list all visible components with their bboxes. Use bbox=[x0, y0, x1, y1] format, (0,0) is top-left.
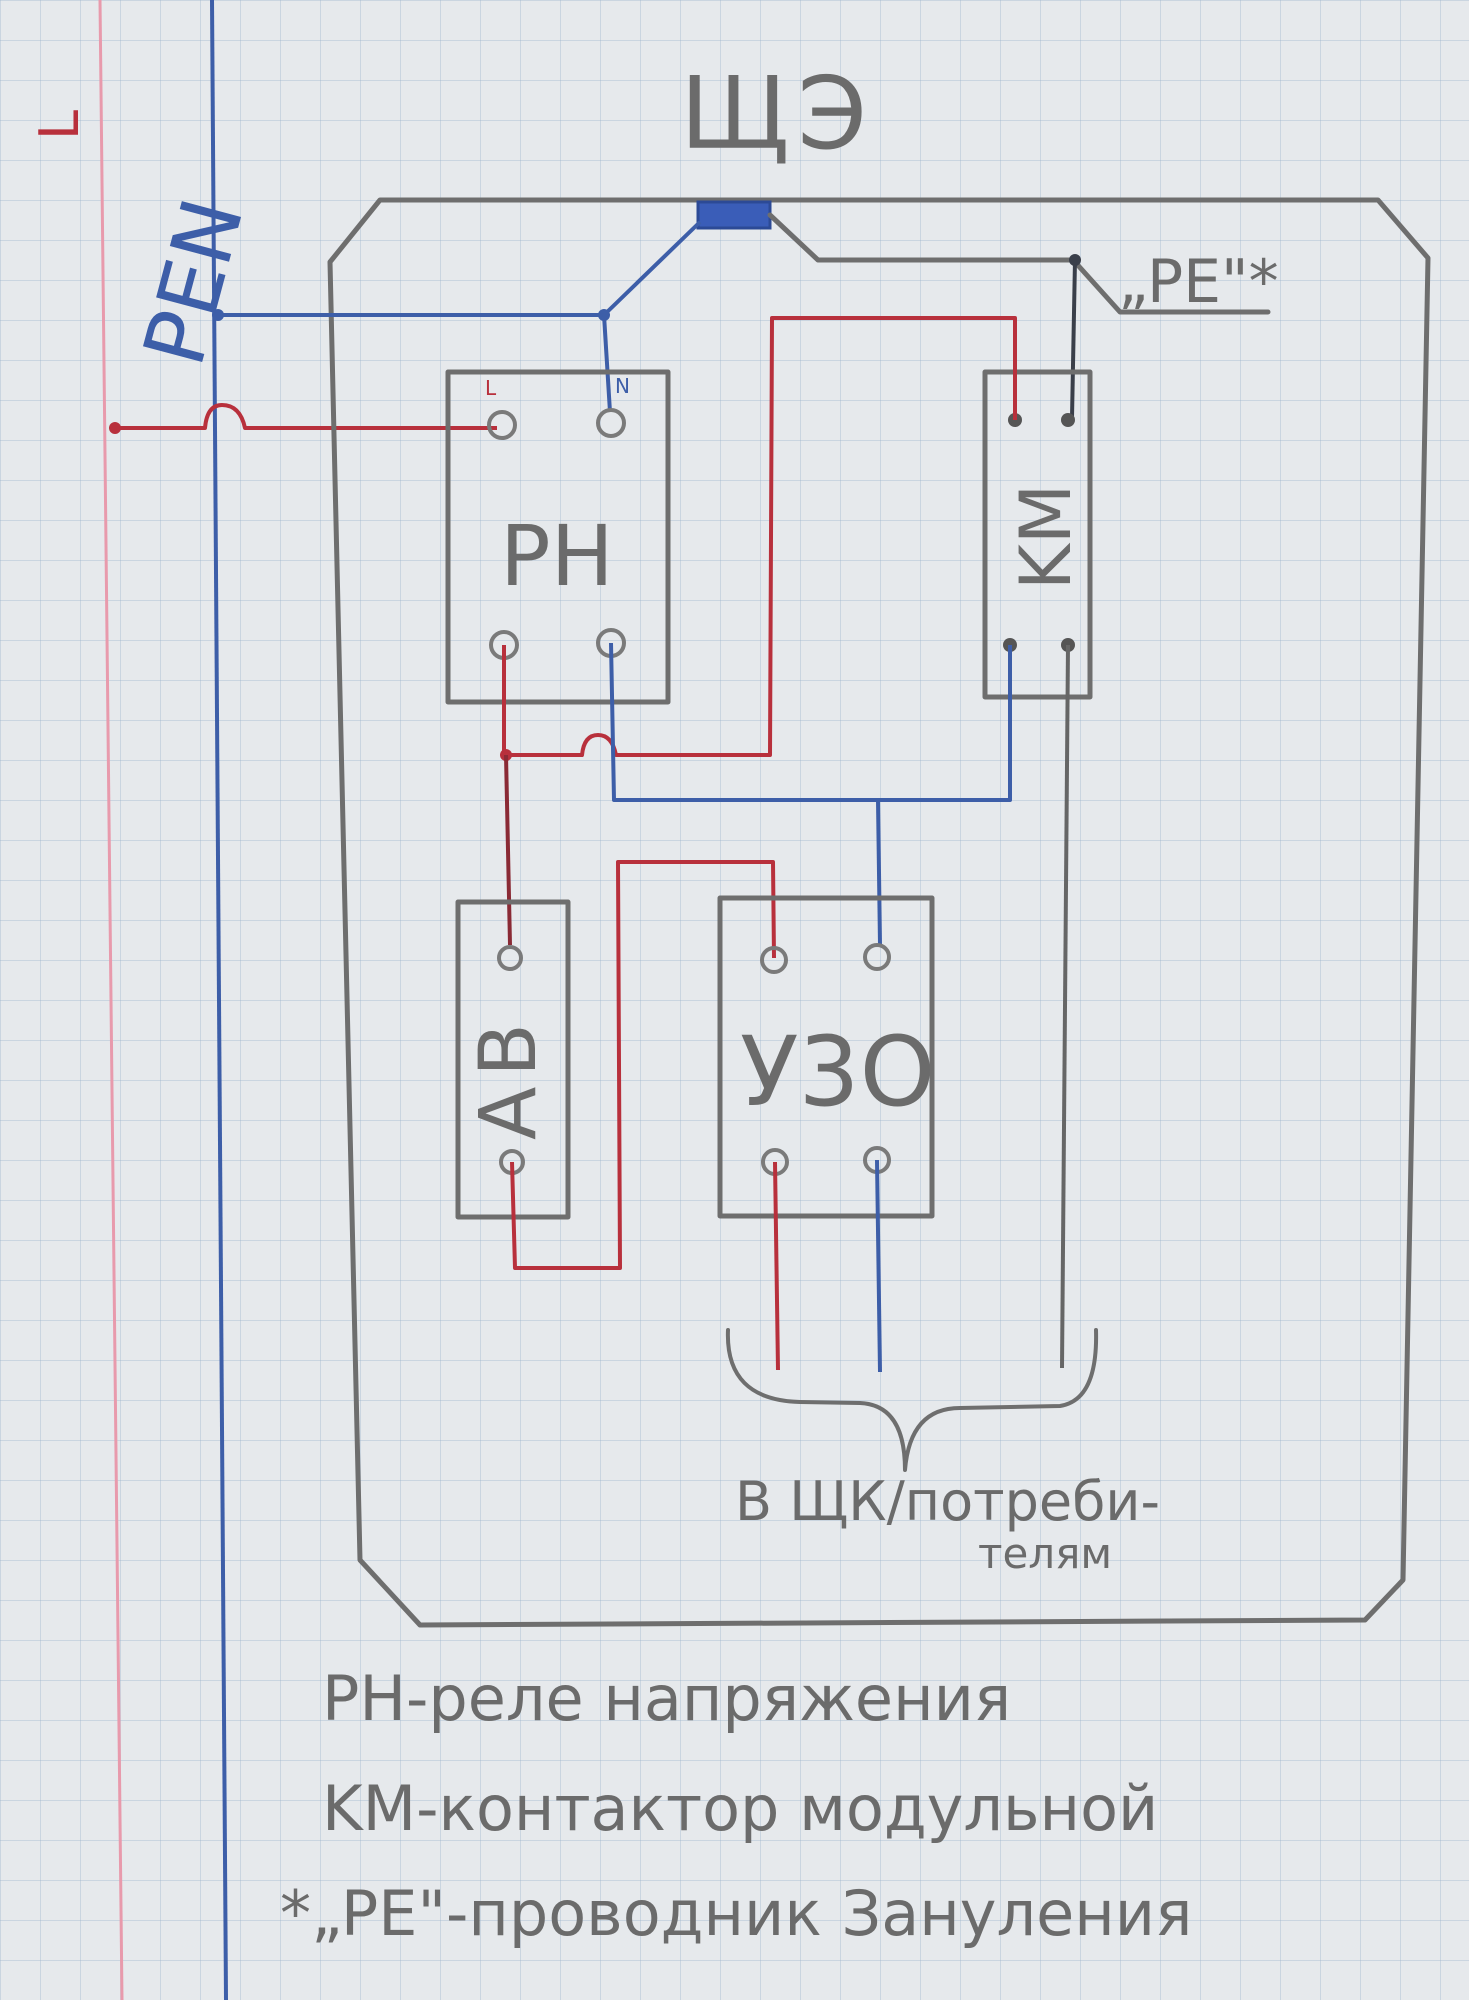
ab-to-rcd-wire bbox=[510, 860, 776, 1270]
terminal bbox=[497, 945, 523, 971]
outgoing-phase-wire bbox=[773, 1161, 780, 1371]
contactor-body bbox=[982, 369, 1093, 700]
legend-item: PH-реле напряжения bbox=[322, 1662, 1011, 1735]
pe-label: „PE"* bbox=[1118, 247, 1279, 317]
terminal-l-label: L bbox=[485, 376, 497, 400]
neutral-km-wire bbox=[609, 642, 1012, 802]
phase-junction-dot bbox=[109, 422, 121, 434]
terminal bbox=[863, 943, 891, 971]
phase-feed-wire bbox=[115, 403, 497, 430]
neutral-to-busbar-wire bbox=[218, 220, 702, 317]
phase-to-km-wire bbox=[502, 316, 1017, 757]
outgoing-pe-wire bbox=[1060, 644, 1070, 1369]
legend-item: KM-контактор модульной bbox=[322, 1772, 1158, 1845]
terminal bbox=[1061, 413, 1075, 427]
voltage-relay-label: PH bbox=[500, 507, 614, 605]
pen-bus-wire bbox=[210, 0, 228, 2000]
phase-to-ab-wire bbox=[504, 754, 512, 946]
pen-junction-dot bbox=[212, 309, 224, 321]
pe-to-km-wire bbox=[1070, 259, 1077, 419]
enclosure-outline bbox=[327, 197, 1431, 1628]
rcd-label: У3О bbox=[740, 1016, 935, 1128]
terminal bbox=[596, 408, 626, 438]
margin-line bbox=[98, 0, 124, 2000]
contactor-label: KM bbox=[1005, 484, 1087, 590]
output-brace bbox=[725, 1328, 1099, 1472]
neutral-to-ph-wire bbox=[602, 314, 612, 413]
voltage-relay-body bbox=[445, 369, 671, 705]
terminal bbox=[487, 410, 517, 440]
pen-label: PEN bbox=[125, 189, 263, 375]
legend-item: *„PE"-проводник Зануления bbox=[280, 1877, 1192, 1950]
rcd-body bbox=[717, 895, 935, 1219]
outgoing-neutral-wire bbox=[875, 1159, 882, 1373]
neutral-to-rcd-wire bbox=[876, 799, 882, 946]
pe-conductor bbox=[767, 212, 1078, 263]
pe-outgoing bbox=[1072, 259, 1271, 315]
terminal bbox=[760, 946, 788, 974]
panel-title: ЩЭ bbox=[680, 55, 875, 172]
output-note-line1: В ЩК/потреби- bbox=[735, 1470, 1160, 1533]
circuit-breaker-label: AB bbox=[464, 1013, 554, 1140]
terminal-n-label: N bbox=[615, 374, 630, 398]
output-note-line2: телям bbox=[978, 1529, 1112, 1578]
phase-label: L bbox=[28, 110, 91, 140]
pen-busbar bbox=[696, 200, 772, 230]
